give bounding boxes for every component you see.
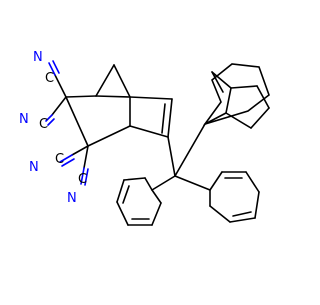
bond-trityl-ring1 bbox=[174, 123, 206, 177]
bond-bridgehead-c1 bbox=[95, 95, 131, 98]
atom-labels: N N N N bbox=[19, 50, 77, 206]
phenyl-ring-1 bbox=[204, 71, 270, 129]
c-label-3: C bbox=[55, 152, 64, 167]
c-label-4: C bbox=[78, 172, 87, 187]
bond-cn4-a bbox=[83, 145, 89, 169]
bond-cn1-c bbox=[52, 60, 60, 74]
bond-c2-c3 bbox=[65, 96, 89, 147]
bond-cn3-b bbox=[59, 154, 73, 163]
bond-cn1-a bbox=[54, 74, 67, 98]
bond-cn4-b bbox=[80, 167, 85, 185]
bond-cn4-c bbox=[84, 168, 89, 186]
bond-alkene bbox=[167, 98, 173, 138]
c-label-1: C bbox=[45, 71, 54, 86]
bond-alkene-trityl bbox=[167, 136, 176, 177]
bond-cn2-a bbox=[51, 96, 67, 116]
bond-bridge-left bbox=[95, 64, 115, 97]
bond-bridgehead-alkene bbox=[129, 96, 173, 100]
bond-cn2-b bbox=[45, 114, 53, 122]
bond-cn3-c bbox=[61, 158, 75, 167]
phenyl-ring-3 bbox=[209, 171, 260, 223]
n-label-2: N bbox=[19, 112, 29, 127]
bond-trityl-ring2 bbox=[151, 175, 176, 191]
n-label-1: N bbox=[33, 50, 43, 65]
n-label-4: N bbox=[67, 191, 77, 206]
structure-canvas: N N N N C C C C bbox=[19, 50, 270, 226]
bond-c4-alkene bbox=[129, 125, 169, 138]
phenyl-ring-2 bbox=[116, 177, 162, 226]
molecule-drawing: N N N N C C C C bbox=[19, 50, 270, 226]
bond-cn3-a bbox=[71, 145, 89, 156]
bond-cn1-b bbox=[48, 62, 56, 76]
n-label-3: N bbox=[29, 160, 39, 175]
bond-cn2-c bbox=[47, 118, 55, 126]
bond-bridge-right bbox=[113, 64, 131, 98]
phenyl-ring-1-outline bbox=[202, 63, 270, 126]
bond-trityl-ring3 bbox=[174, 175, 211, 191]
bond-alkene-double bbox=[161, 103, 166, 134]
c-label-2: C bbox=[39, 117, 48, 132]
bond-c1-c2 bbox=[65, 95, 97, 98]
bond-c3-c4 bbox=[87, 125, 131, 147]
